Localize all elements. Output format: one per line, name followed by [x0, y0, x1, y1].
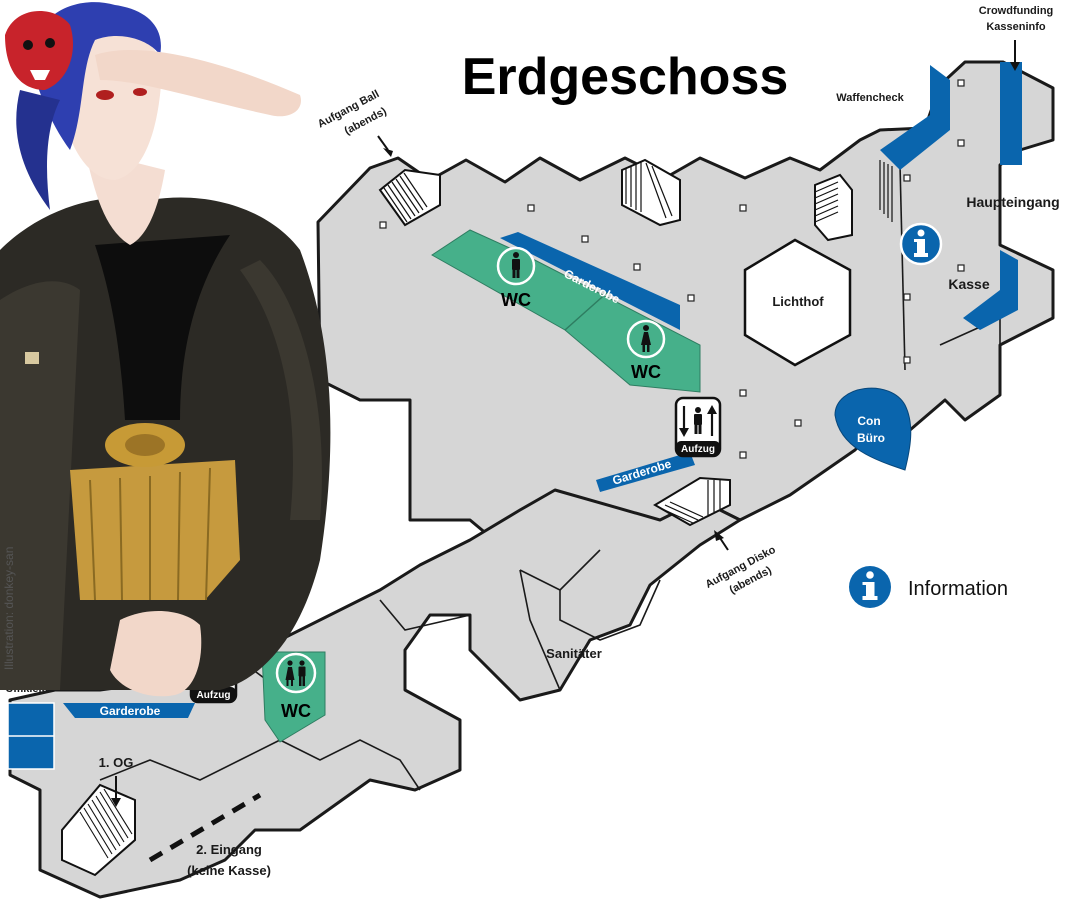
con-label: Con — [857, 414, 880, 428]
kasse-label: Kasse — [948, 276, 989, 292]
crowdfunding-label: Crowdfunding — [979, 5, 1054, 17]
male-toilet-icon — [512, 252, 520, 278]
legend-label: Information — [908, 578, 1008, 600]
wc-badge-men — [496, 246, 536, 286]
garderobe-strip-upper — [500, 232, 680, 330]
wc-label-2: WC — [631, 362, 661, 382]
page-title: Erdgeschoss — [462, 48, 789, 106]
lichthof-label: Lichthof — [772, 294, 824, 309]
garderobe-strip-middle — [596, 452, 695, 492]
aufzug-label-2: Aufzug — [197, 690, 231, 701]
arrow-aufgang-disko — [714, 530, 729, 551]
garderobe-strip-lower — [63, 703, 195, 718]
unisex-toilet-icon — [285, 660, 306, 686]
waffencheck-counter — [880, 65, 950, 170]
illustration-credit: Illustration: donkey-san — [2, 547, 16, 670]
arrow-og — [111, 776, 121, 807]
wc-label-1: WC — [501, 290, 531, 310]
wc-label-3: WC — [281, 701, 311, 721]
legend-info-icon — [849, 566, 891, 608]
stairs-icon — [378, 168, 441, 227]
inner-walls — [99, 164, 1001, 791]
wc-badge-women — [626, 319, 666, 359]
stairs-icon — [653, 476, 731, 527]
lichthof-area — [743, 238, 852, 367]
kasseninfo-label: Kasseninfo — [986, 21, 1046, 33]
elevator-badge-1: Aufzug — [674, 396, 722, 458]
stairs-icon — [814, 173, 853, 242]
kasse-counter — [963, 250, 1018, 330]
eingang-label: 2. Eingang — [196, 842, 262, 857]
floor-area-main — [316, 60, 1055, 562]
haupteingang-label: Haupteingang — [966, 194, 1059, 210]
con-buero-room — [834, 387, 912, 471]
arrow-crowdfunding — [1010, 40, 1020, 71]
sanitaeter-label: Sanitäter — [546, 646, 602, 661]
crowdfunding-counter — [1000, 62, 1022, 165]
entrance-gates — [879, 160, 893, 222]
illustrated-character-figure — [0, 2, 331, 697]
info-icon — [899, 222, 943, 266]
second-entrance-line — [148, 792, 262, 863]
female-toilet-icon — [641, 325, 651, 352]
columns — [379, 79, 965, 459]
garderobe-label-lower: Garderobe — [100, 704, 161, 718]
waffencheck-label: Waffencheck — [836, 92, 904, 104]
aufzug-label-1: Aufzug — [681, 444, 715, 455]
buero-label: Büro — [857, 431, 885, 445]
arrow-aufgang-ball — [377, 135, 393, 157]
wc-badge-unisex — [275, 652, 317, 694]
stairs-icon — [61, 783, 136, 877]
keine-kasse-label: (keine Kasse) — [187, 863, 271, 878]
stairs-icon — [621, 158, 681, 227]
elevator-icon — [679, 405, 717, 437]
og-label: 1. OG — [99, 755, 134, 770]
